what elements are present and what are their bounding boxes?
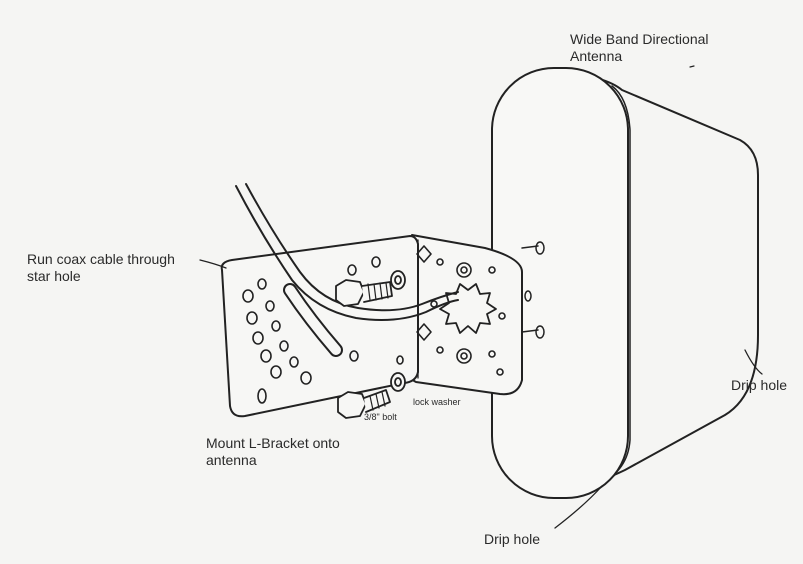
lower-bolt bbox=[337, 372, 406, 419]
mount-label-line1: Mount L-Bracket onto bbox=[206, 435, 340, 451]
mount-bracket-label: Mount L-Bracket onto antenna bbox=[206, 435, 340, 469]
antenna-title-line2: Antenna bbox=[570, 48, 623, 64]
coax-cable-edge bbox=[245, 183, 459, 312]
antenna-title-line1: Wide Band Directional bbox=[570, 31, 709, 47]
flange-holes bbox=[416, 245, 506, 376]
antenna-body bbox=[559, 71, 759, 486]
antenna-studs bbox=[521, 241, 545, 339]
star-hole bbox=[439, 283, 497, 334]
lock-washer-label: lock washer bbox=[413, 397, 461, 407]
coax-cable-label: Run coax cable through star hole bbox=[27, 251, 175, 285]
bracket-hole-pattern bbox=[242, 256, 404, 404]
drip-hole-right-leader bbox=[744, 349, 763, 375]
drip-hole-right-label: Drip hole bbox=[731, 377, 788, 393]
coax-label-line1: Run coax cable through bbox=[27, 251, 175, 267]
coax-label-line2: star hole bbox=[27, 268, 81, 284]
mount-label-line2: antenna bbox=[206, 452, 257, 468]
drip-hole-bottom-leader bbox=[554, 485, 603, 529]
title-tick-mark bbox=[689, 65, 695, 68]
bolt-label: 3/8" bolt bbox=[364, 412, 397, 422]
antenna-title-label: Wide Band Directional Antenna bbox=[570, 31, 709, 65]
coax-cable bbox=[235, 185, 459, 321]
bracket-slot-inner bbox=[285, 285, 341, 355]
diamond-hole-bottom bbox=[416, 323, 432, 341]
diamond-hole-top bbox=[416, 245, 432, 263]
upper-bolt bbox=[335, 270, 406, 307]
coax-leader bbox=[199, 259, 227, 269]
drip-hole-bottom-label: Drip hole bbox=[484, 531, 541, 547]
